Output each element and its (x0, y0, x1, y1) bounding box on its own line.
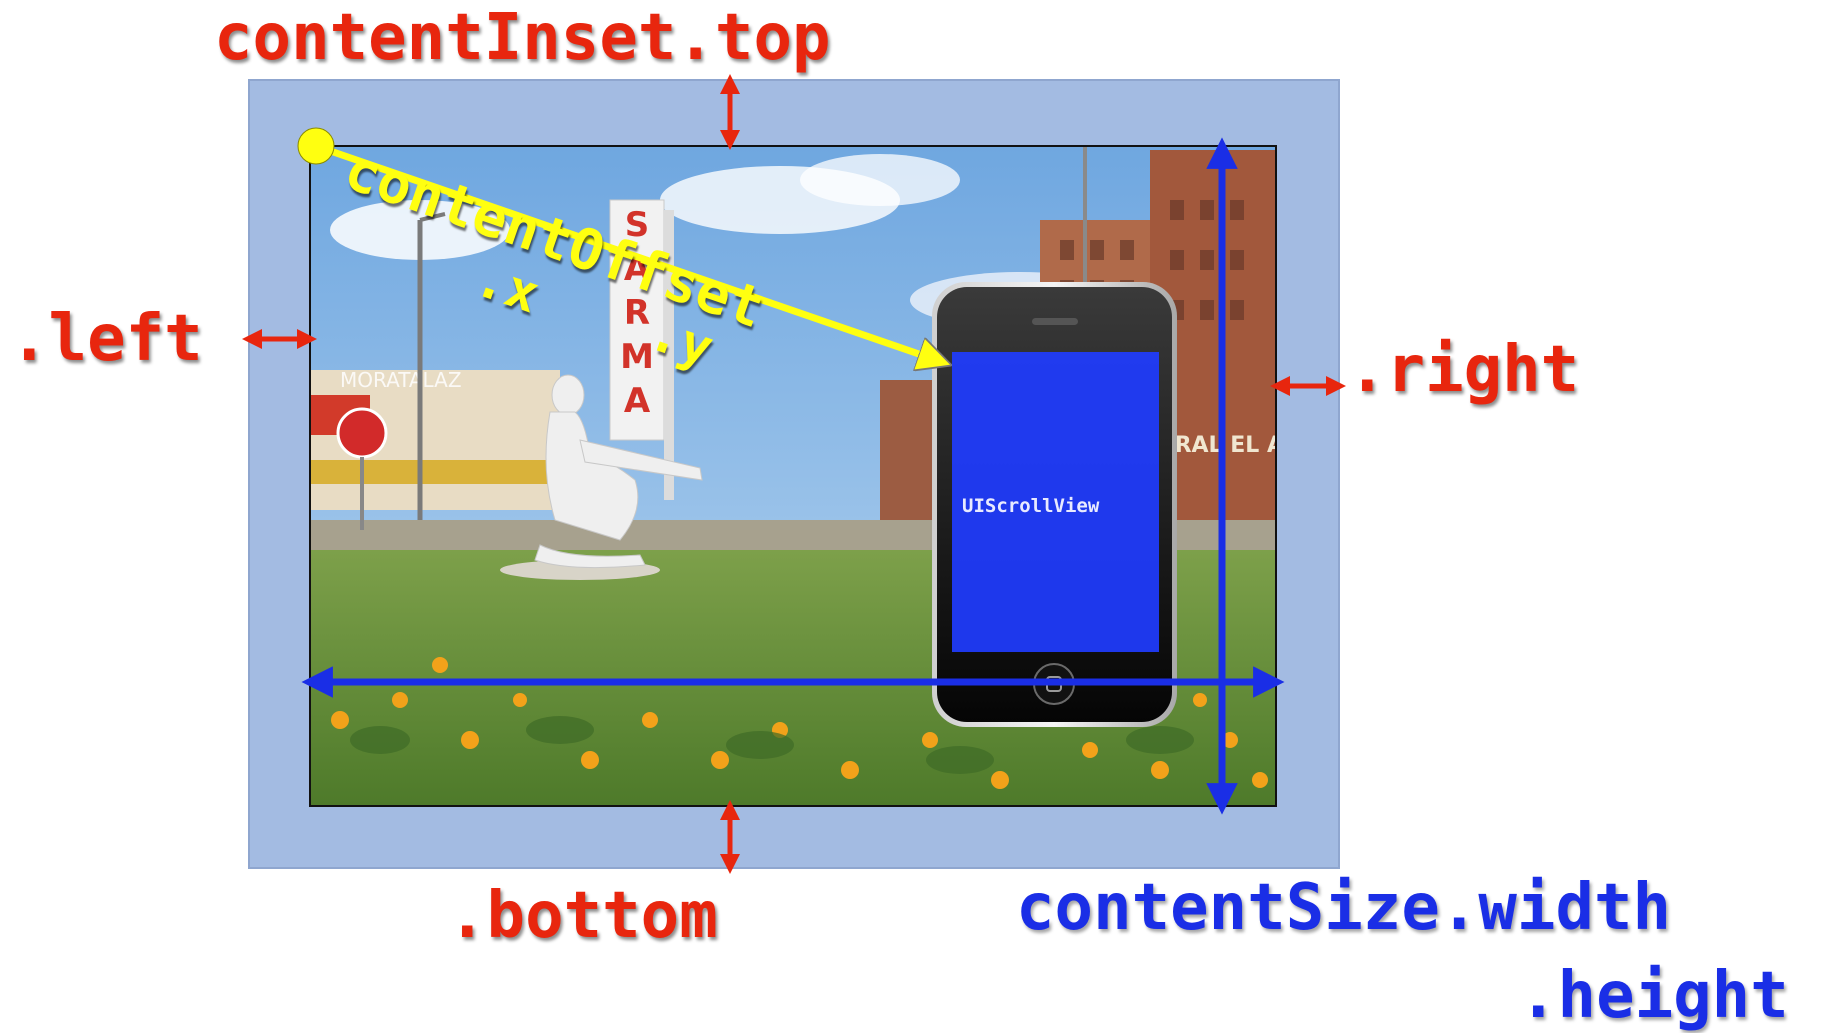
scroll-view-label: UIScrollView (962, 495, 1100, 517)
content-offset-origin-dot (297, 127, 335, 165)
content-size-width-label: contentSize.width (1016, 871, 1672, 945)
tower-letter: A (624, 381, 651, 421)
speaker-grille (1032, 318, 1078, 325)
tower-letter: R (624, 293, 650, 333)
content-inset-right-label: .right (1348, 333, 1580, 407)
building-sign: MORATALAZ (340, 368, 462, 392)
content-inset-bottom-label: .bottom (448, 879, 718, 953)
scroll-view-overlay (952, 352, 1159, 652)
content-offset-arrow (314, 142, 942, 362)
tower-letter: M (620, 337, 654, 377)
content-frame (309, 145, 1277, 807)
content-inset-top-label: contentInset.top (214, 1, 831, 75)
iphone-device (932, 282, 1177, 727)
content-size-height-label: .height (1519, 959, 1789, 1033)
tower-letter: S (625, 205, 650, 245)
content-inset-left-label: .left (10, 302, 203, 376)
